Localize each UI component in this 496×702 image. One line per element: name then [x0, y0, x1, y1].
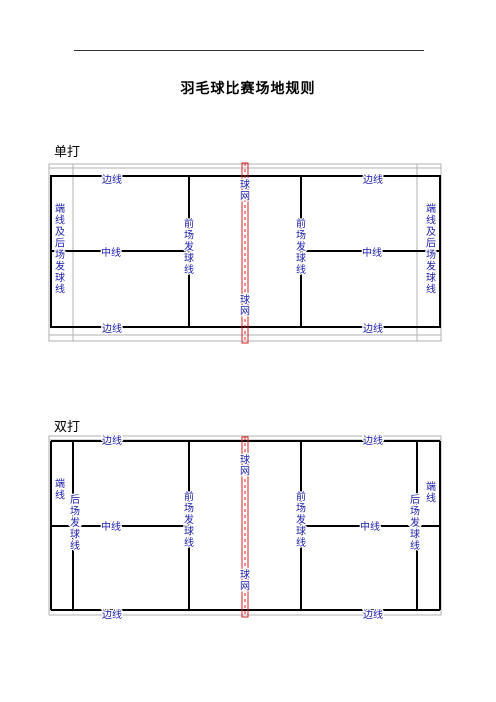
doubles-sideline-label: 边线: [102, 434, 122, 447]
doubles-center-line-label: 中线: [101, 520, 121, 533]
singles-sideline-label: 边线: [363, 322, 383, 335]
singles-end-line-label: 端线及后场发球线: [426, 202, 436, 296]
doubles-label: 双打: [54, 420, 81, 435]
doubles-sideline-label: 边线: [102, 608, 122, 621]
singles-net: [241, 162, 249, 344]
header-rule: [74, 50, 424, 51]
singles-front-service-label: 前场发球线: [184, 217, 194, 276]
doubles-net-label: 球网: [240, 568, 250, 593]
doubles-back-service-label: 后场发球线: [410, 494, 420, 552]
doubles-sideline-label: 边线: [363, 434, 383, 447]
singles-sideline-label: 边线: [363, 173, 383, 186]
singles-sideline-label: 边线: [102, 173, 122, 186]
doubles-net-label: 球网: [240, 453, 250, 478]
doubles-sideline-label: 边线: [363, 608, 383, 621]
doubles-end-line-label: 端线: [426, 480, 436, 505]
doubles-net: [241, 436, 249, 618]
singles-net-label: 球网: [240, 293, 250, 318]
singles-net-label: 球网: [240, 178, 250, 203]
doubles-front-service-label: 前场发球线: [184, 490, 194, 549]
singles-end-line-label: 端线及后场发球线: [55, 202, 65, 296]
singles-center-line-label: 中线: [101, 246, 121, 259]
singles-front-service-label: 前场发球线: [296, 217, 306, 276]
singles-label: 单打: [54, 145, 81, 160]
singles-sideline-label: 边线: [102, 322, 122, 335]
doubles-center-line-label: 中线: [360, 520, 380, 533]
singles-center-line-label: 中线: [362, 246, 382, 259]
doubles-back-service-label: 后场发球线: [70, 494, 80, 552]
page-title: 羽毛球比赛场地规则: [180, 81, 316, 97]
doubles-end-line-label: 端线: [55, 477, 65, 502]
doubles-front-service-label: 前场发球线: [296, 490, 306, 549]
